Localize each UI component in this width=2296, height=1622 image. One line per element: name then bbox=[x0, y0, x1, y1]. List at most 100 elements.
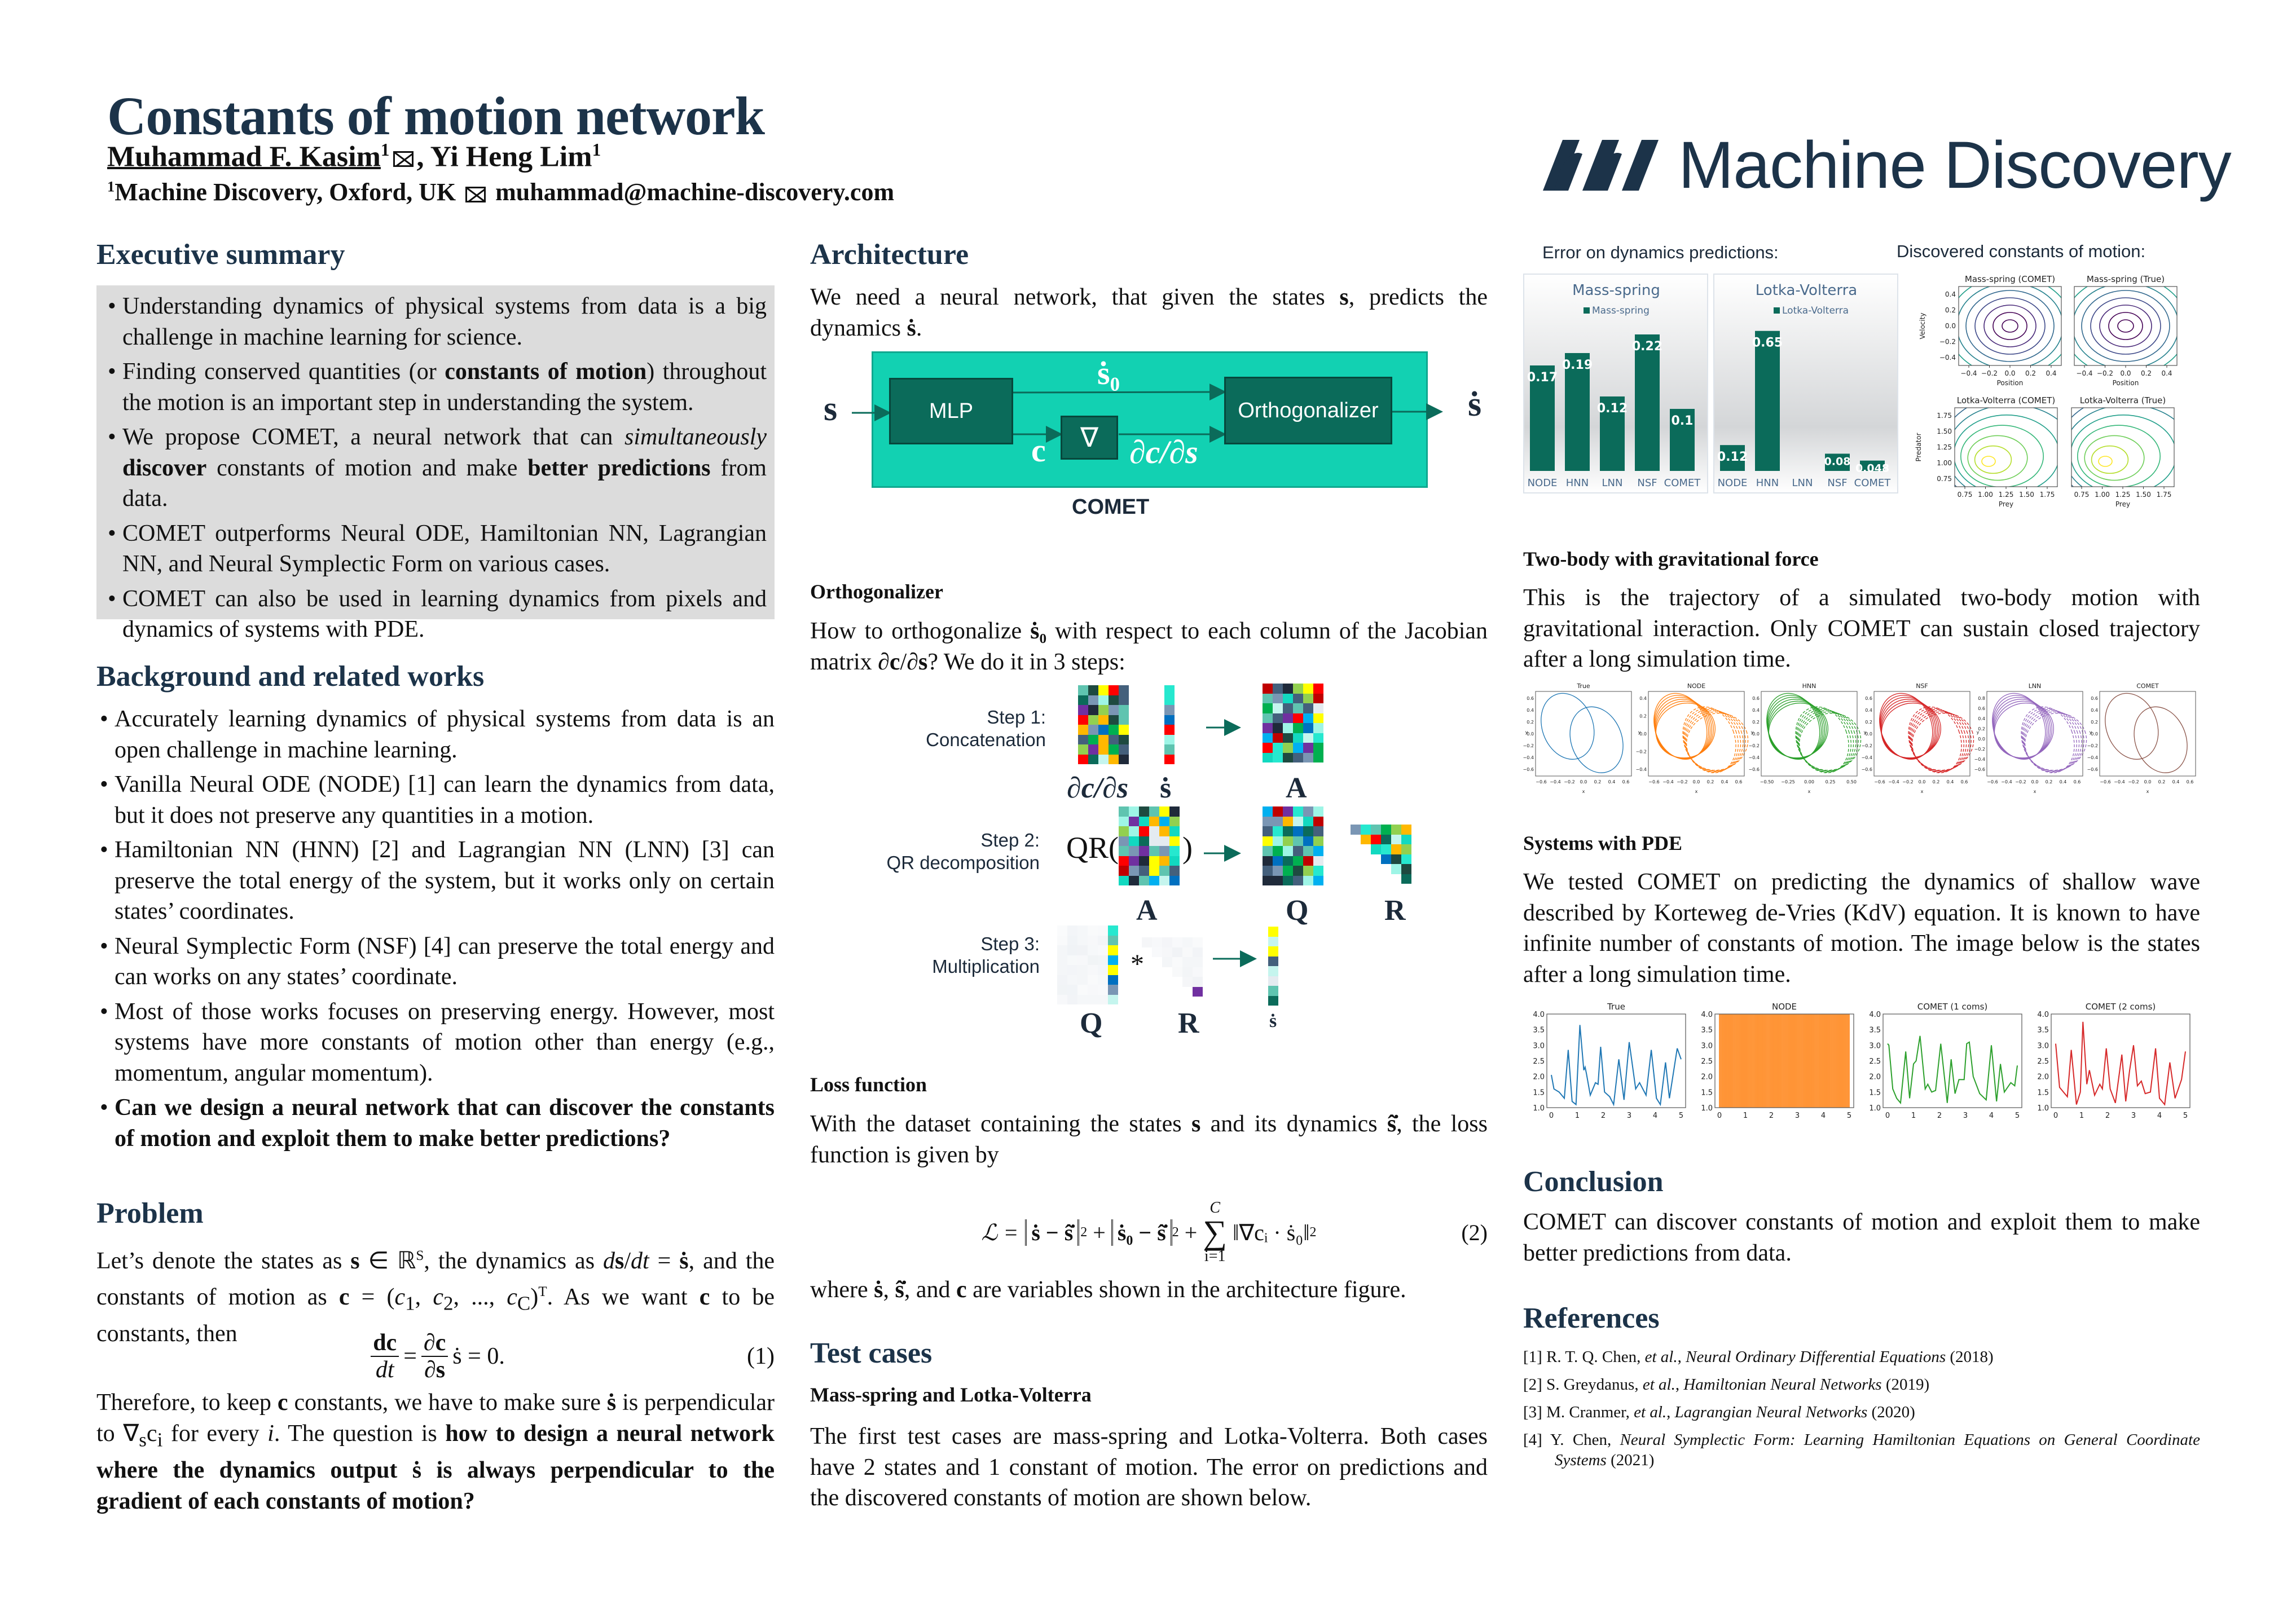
text-run: . bbox=[916, 315, 922, 341]
section-title-conclusion: Conclusion bbox=[1523, 1166, 1664, 1198]
text-run: ŝ̇ bbox=[1387, 1111, 1397, 1137]
matrix-cell bbox=[1193, 957, 1203, 967]
matrix-cell bbox=[1152, 947, 1162, 957]
matrix-cell bbox=[1159, 846, 1169, 856]
y-tick-label: −0.2 bbox=[1523, 743, 1534, 748]
authors: Muhammad F. Kasim1, Yi Heng Lim1 bbox=[107, 140, 601, 173]
matrix-cell bbox=[1129, 836, 1139, 846]
matrix-cell bbox=[1283, 856, 1293, 866]
matrix-r-label: R bbox=[1178, 1007, 1199, 1039]
y-tick-label: 2.0 bbox=[1869, 1073, 1881, 1082]
matrix-cell bbox=[1313, 752, 1323, 762]
input-states-label: s bbox=[824, 390, 838, 428]
y-tick-label: 2.5 bbox=[1701, 1057, 1713, 1066]
subplot-title: Lotka-Volterra (True) bbox=[2080, 395, 2166, 406]
matrix-cell bbox=[1293, 713, 1303, 723]
matrix-cell bbox=[1098, 975, 1108, 985]
x-tick-label: 1.75 bbox=[2040, 491, 2055, 499]
matrix-cell bbox=[1268, 995, 1278, 1006]
matrix-cell bbox=[1098, 725, 1109, 735]
matrix-q bbox=[1263, 806, 1323, 885]
matrix-r-faded bbox=[1142, 937, 1203, 997]
matrix-cell bbox=[1149, 875, 1159, 885]
matrix-cell bbox=[1371, 844, 1381, 854]
x-tick-label: 1.25 bbox=[2115, 491, 2131, 499]
legend-label: Lotka-Volterra bbox=[1782, 305, 1849, 316]
bullet-item: Neural Symplectic Form (NSF) [4] can pre… bbox=[96, 931, 775, 993]
matrix-cell bbox=[1119, 875, 1129, 885]
x-tick-label: −0.4 bbox=[1550, 779, 1560, 784]
matrix-cell bbox=[1273, 693, 1283, 703]
email-link[interactable]: muhammad@machine-discovery.com bbox=[495, 178, 895, 206]
matrix-cell bbox=[1088, 945, 1098, 955]
text-run: ) throughout the motion is an important … bbox=[122, 359, 767, 416]
matrix-cell bbox=[1303, 856, 1313, 866]
matrix-cell bbox=[1283, 713, 1293, 723]
matrix-cell bbox=[1164, 715, 1175, 725]
matrix-cell bbox=[1109, 705, 1119, 715]
y-axis-label: y bbox=[1977, 730, 1980, 735]
matrix-cell bbox=[1077, 994, 1088, 1004]
x-tick-label: 0.4 bbox=[2060, 779, 2067, 784]
step-2-desc: QR decomposition bbox=[886, 852, 1040, 873]
x-tick-label: 0.6 bbox=[1735, 779, 1743, 784]
x-axis-label: Prey bbox=[2115, 500, 2130, 508]
subplot-title: COMET (2 coms) bbox=[2086, 1002, 2156, 1012]
text-run: S bbox=[416, 1248, 424, 1263]
references-list: [1] R. T. Q. Chen, et al., Neural Ordina… bbox=[1523, 1347, 2200, 1478]
text-run: discover bbox=[122, 455, 207, 481]
step-2-label: Step 2:QR decomposition bbox=[887, 829, 1040, 874]
bullet-item: COMET outperforms Neural ODE, Hamiltonia… bbox=[104, 518, 767, 580]
matrix-cell bbox=[1077, 965, 1088, 975]
y-axis-label: y bbox=[1864, 730, 1867, 735]
y-tick-label: 1.25 bbox=[1937, 443, 1952, 451]
matrix-cell bbox=[1088, 715, 1098, 725]
state-line bbox=[2055, 1021, 2186, 1106]
y-tick-label: −0.4 bbox=[1974, 757, 1985, 762]
matrix-cell bbox=[1098, 935, 1108, 945]
output-dynamics-label: ṡ bbox=[1468, 385, 1482, 424]
step-1-label: Step 1:Concatenation bbox=[926, 706, 1046, 751]
x-tick-label: 2 bbox=[1937, 1112, 1942, 1120]
contour-line bbox=[1967, 435, 2028, 481]
matrix-cell bbox=[1067, 935, 1077, 945]
text-run: Finding conserved quantities (or bbox=[122, 359, 445, 385]
matrix-cell bbox=[1078, 715, 1088, 725]
matrix-cell bbox=[1159, 856, 1169, 866]
y-tick-label: −0.2 bbox=[1939, 338, 1956, 346]
text-run: Can we design a neural network that can … bbox=[115, 1095, 775, 1152]
x-tick-label: −0.6 bbox=[2100, 779, 2110, 784]
y-tick-label: 0.6 bbox=[1752, 696, 1760, 701]
text-run: c bbox=[394, 1284, 406, 1310]
matrix-cell bbox=[1108, 965, 1118, 975]
orthogonalizer-text: How to orthogonalize ṡ₀ with respect to … bbox=[810, 616, 1488, 677]
text-run: Therefore, to keep bbox=[96, 1390, 278, 1416]
bar-value-label: 0.65 bbox=[1752, 336, 1783, 350]
author-1[interactable]: Muhammad F. Kasim bbox=[107, 140, 381, 173]
matrix-cell bbox=[1088, 925, 1098, 936]
background-section: Accurately learning dynamics of physical… bbox=[96, 704, 775, 1158]
text-run: ? We do it in 3 steps: bbox=[927, 649, 1125, 675]
matrix-cell bbox=[1313, 875, 1323, 885]
step-1-desc: Concatenation bbox=[926, 729, 1046, 750]
x-tick-label: 0.00 bbox=[1804, 779, 1814, 784]
matrix-cell bbox=[1283, 866, 1293, 876]
matrix-cell bbox=[1303, 743, 1313, 753]
trajectory-body-2 bbox=[1911, 712, 1974, 771]
x-tick-label: 1.75 bbox=[2157, 491, 2172, 499]
y-tick-label: −0.6 bbox=[1862, 767, 1872, 772]
trajectory-body-2 bbox=[2024, 712, 2087, 771]
matrix-cell bbox=[1057, 975, 1067, 985]
summary-box: Understanding dynamics of physical syste… bbox=[96, 285, 775, 642]
matrix-cell bbox=[1088, 725, 1098, 735]
x-tick-label: 0.0 bbox=[2144, 779, 2152, 784]
matrix-cell bbox=[1313, 816, 1323, 826]
text-run: , bbox=[1666, 1403, 1675, 1421]
x-axis-label: x bbox=[1808, 789, 1811, 794]
matrix-cell bbox=[1108, 945, 1118, 955]
y-tick-label: −0.4 bbox=[1939, 354, 1956, 362]
matrix-cell bbox=[1351, 825, 1361, 835]
matrix-cell bbox=[1313, 866, 1323, 876]
